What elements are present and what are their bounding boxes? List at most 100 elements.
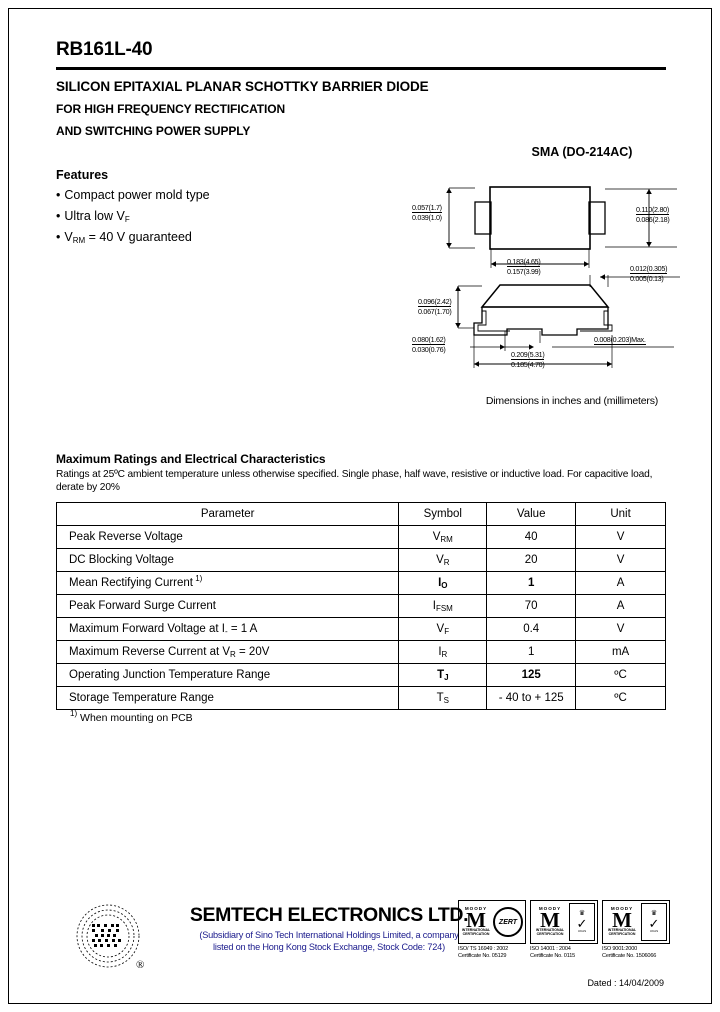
cell-parameter: Peak Reverse Voltage (55, 524, 400, 549)
cell-symbol: VR (398, 547, 488, 572)
dim-side-right: 0.012(0.305) 0.005(0.13) (630, 264, 668, 283)
feature-subscript: RM (72, 236, 86, 245)
dimensions-caption: Dimensions in inches and (millimeters) (485, 395, 659, 407)
cell-value: 40 (486, 524, 577, 549)
package-title: SMA (DO-214AC) (531, 145, 633, 159)
dim-side-bottom-left: 0.080(1.62) 0.030(0.76) (412, 335, 446, 354)
cell-symbol: TS (398, 685, 488, 710)
column-header-unit: Unit (575, 501, 666, 526)
document-content: RB161L-40 SILICON EPITAXIAL PLANAR SCHOT… (55, 0, 680, 724)
dim-top-left: 0.057(1.7) 0.039(1.0) (412, 203, 442, 222)
ukas-accreditation-icon: ♛✓UKAS (641, 903, 667, 941)
cell-value: 20 (486, 547, 577, 572)
footnote-text: When mounting on PCB (77, 711, 193, 724)
company-name: SEMTECH ELECTRONICS LTD. (189, 904, 469, 926)
column-header-value: Value (486, 501, 577, 526)
ratings-heading: Maximum Ratings and Electrical Character… (56, 452, 326, 466)
cell-parameter: Mean Rectifying Current 1) (55, 570, 400, 595)
feature-symbol: V (64, 230, 73, 244)
cell-symbol: IR (398, 639, 488, 664)
zert-seal-icon: ZERT (493, 907, 523, 937)
dim-side-bottom: 0.209(5.31) 0.185(4.70) (511, 350, 545, 369)
cell-unit: ºC (575, 662, 666, 687)
cell-value: 70 (486, 593, 577, 618)
cell-symbol: VRM (398, 524, 488, 549)
dim-top-bottom: 0.183(4.65) 0.157(3.99) (507, 257, 541, 276)
column-header-parameter: Parameter (55, 501, 400, 526)
company-subsidiary-note: (Subsidiary of Sino Tech International H… (199, 930, 459, 953)
feature-label: Ultra low V (64, 209, 125, 223)
product-description: SILICON EPITAXIAL PLANAR SCHOTTKY BARRIE… (56, 78, 429, 94)
svg-text:®: ® (136, 959, 144, 971)
page-footer: ® SEMTECH ELECTRONICS LTD. (Subsidiary o… (56, 900, 670, 1000)
cell-unit: ºC (575, 685, 666, 710)
page-title: RB161L-40 (56, 39, 153, 60)
cell-unit: A (575, 593, 666, 618)
cell-parameter: Storage Temperature Range (55, 685, 400, 710)
ukas-accreditation-icon: ♛✓UKAS (569, 903, 595, 941)
features-heading: Features (56, 168, 109, 182)
cell-symbol: TJ (398, 662, 488, 687)
cell-parameter: Operating Junction Temperature Range (55, 662, 400, 687)
application-line-2: AND SWITCHING POWER SUPPLY (56, 123, 251, 138)
cell-symbol: IFSM (398, 593, 488, 618)
application-line-1: FOR HIGH FREQUENCY RECTIFICATION (56, 101, 286, 116)
cell-unit: V (575, 616, 666, 641)
footnote-marker: 1) (70, 708, 78, 718)
feature-item: •VRM = 40 V guaranteed (56, 230, 356, 245)
cell-unit: V (575, 547, 666, 572)
table-header-row: Parameter Symbol Value Unit (55, 501, 666, 526)
table-footnote: 1) When mounting on PCB (56, 708, 666, 724)
cell-parameter: Maximum Forward Voltage at I- = 1 A (55, 616, 400, 641)
ratings-description: Ratings at 25ºC ambient temperature unle… (56, 469, 653, 494)
bullet-icon: • (56, 209, 61, 223)
feature-item: •Compact power mold type (56, 188, 356, 203)
feature-label: Compact power mold type (64, 188, 210, 202)
cell-parameter: DC Blocking Voltage (55, 547, 400, 572)
ratings-table: Parameter Symbol Value Unit Peak Reverse… (55, 501, 666, 710)
features-section: Features •Compact power mold type •Ultra… (56, 168, 356, 251)
cell-value: 1 (486, 639, 577, 664)
cell-unit: mA (575, 639, 666, 664)
bullet-icon: • (56, 230, 61, 244)
dim-side-left: 0.096(2.42) 0.067(1.70) (418, 297, 452, 316)
feature-item: •Ultra low VF (56, 209, 356, 224)
ratings-section: Maximum Ratings and Electrical Character… (55, 452, 666, 724)
dim-top-right: 0.110(2.80) 0.086(2.18) (636, 205, 670, 224)
cell-unit: V (575, 524, 666, 549)
cell-value: - 40 to + 125 (486, 685, 577, 710)
cell-value: 125 (486, 662, 577, 687)
dim-side-max: 0.008(0.203)Max. (594, 335, 646, 345)
cell-value: 0.4 (486, 616, 577, 641)
page-border (8, 8, 712, 1004)
cell-symbol: VF (398, 616, 488, 641)
cell-value: 1 (486, 570, 577, 595)
bullet-icon: • (56, 188, 61, 202)
header-divider (56, 66, 666, 70)
feature-label: = 40 V guaranteed (85, 230, 192, 244)
package-outline-svg (446, 186, 680, 368)
cell-symbol: IO (398, 570, 488, 595)
column-header-symbol: Symbol (398, 501, 488, 526)
feature-subscript: F (124, 215, 130, 224)
